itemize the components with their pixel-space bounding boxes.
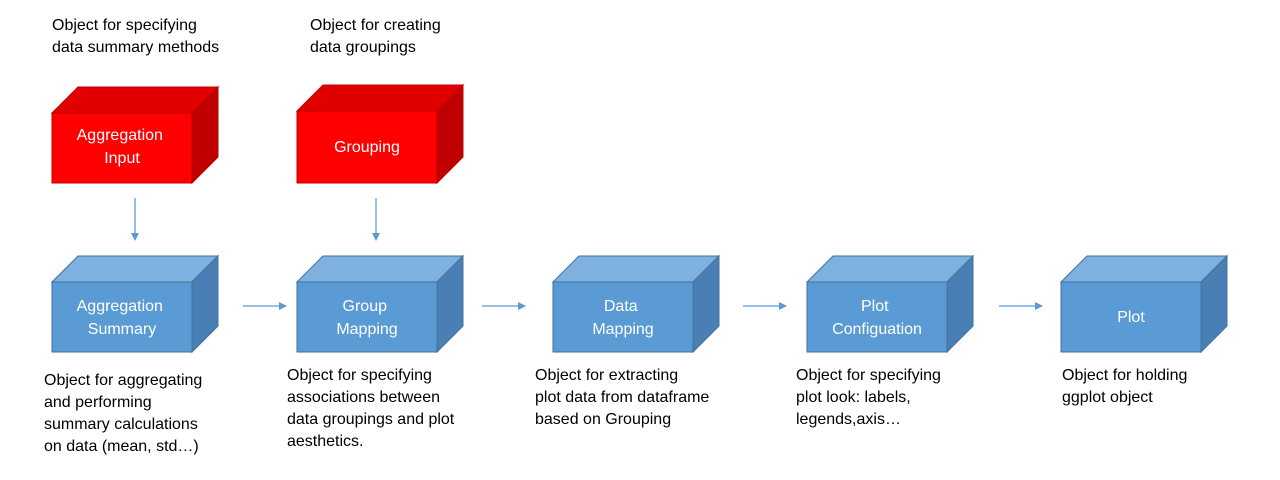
svg-text:Aggregation Input: Aggregation Input [77, 127, 168, 167]
svg-text:Aggregation Summary: Aggregation Summary [77, 298, 168, 338]
svg-text:Data Mapping: Data Mapping [592, 298, 653, 338]
aggregation-input-box-top [50, 86, 220, 114]
group-mapping-label-line-1: Group [343, 298, 388, 315]
plot-box-front [1060, 281, 1202, 353]
aggregation-input-box: Aggregation Input [50, 85, 220, 185]
aggregation-summary-box-top [50, 255, 220, 283]
aggregation-input-description: Object for specifying data summary metho… [52, 17, 220, 56]
plot-description: Object for holding ggplot object [1062, 367, 1188, 406]
aggregation-summary-label-line-2: Summary [88, 321, 156, 338]
aggregation-summary-box: Aggregation Summary [50, 254, 220, 354]
svg-text:Plot: Plot [1117, 309, 1145, 326]
data-mapping-box-front [552, 281, 694, 353]
plot-configuration-box: Plot Configuation [805, 254, 975, 354]
plot-box-top [1059, 255, 1229, 283]
grouping-box-front [296, 110, 438, 184]
group-mapping-box: Group Mapping [295, 254, 465, 354]
plot-configuration-box-top [805, 255, 975, 283]
aggregation-summary-box-front [51, 281, 193, 353]
data-mapping-description: Object for extracting plot data from dat… [535, 367, 710, 428]
data-mapping-label-line-2: Mapping [592, 321, 653, 338]
data-mapping-label-line-1: Data [604, 298, 638, 315]
group-mapping-label-line-2: Mapping [336, 321, 397, 338]
plot-configuration-box-front [806, 281, 948, 353]
grouping-description: Object for creating data groupings [310, 17, 441, 56]
aggregation-input-label-line-2: Input [104, 150, 140, 167]
aggregation-summary-label-line-1: Aggregation [77, 298, 163, 315]
aggregation-summary-description: Object for aggregating and performing su… [44, 372, 203, 455]
grouping-label: Grouping [334, 139, 400, 156]
grouping-box: Grouping [295, 83, 465, 185]
aggregation-input-box-front [51, 112, 193, 184]
svg-text:Group Mapping: Group Mapping [336, 298, 397, 338]
svg-text:Grouping: Grouping [334, 139, 400, 156]
data-mapping-box: Data Mapping [551, 254, 721, 354]
data-mapping-box-top [551, 255, 721, 283]
plot-configuration-label-line-2: Configuation [832, 321, 922, 338]
grouping-box-top [295, 84, 465, 112]
svg-text:Plot Configuation: Plot Configuation [832, 298, 922, 338]
plot-label: Plot [1117, 309, 1145, 326]
plot-box: Plot [1059, 254, 1229, 354]
group-mapping-box-front [296, 281, 438, 353]
plot-configuration-description: Object for specifying plot look: labels,… [796, 367, 941, 428]
group-mapping-description: Object for specifying associations betwe… [287, 367, 455, 450]
plot-configuration-label-line-1: Plot [861, 298, 889, 315]
aggregation-input-label-line-1: Aggregation [77, 127, 163, 144]
group-mapping-box-top [295, 255, 465, 283]
